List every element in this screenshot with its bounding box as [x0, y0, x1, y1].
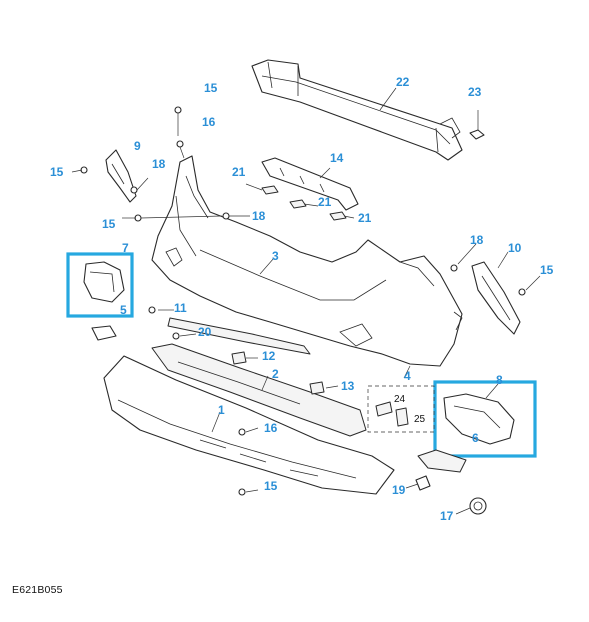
bracket-19-part	[415, 449, 467, 491]
bolt-23-part	[469, 110, 485, 140]
center-bracket-part	[261, 157, 359, 211]
callout-11: 11	[174, 301, 187, 315]
callout-3: 3	[272, 249, 279, 263]
sensor-24-25-parts	[375, 401, 409, 427]
callout-9: 9	[134, 139, 141, 153]
bumper-cover-part	[151, 155, 463, 367]
callout-20: 20	[198, 325, 212, 339]
clip-5-part	[91, 325, 117, 341]
callout-8: 8	[496, 373, 503, 387]
left-reflector-7-part	[83, 261, 125, 303]
callout-25: 25	[414, 414, 426, 425]
highlight-box-right	[433, 380, 537, 458]
callout-24: 24	[394, 394, 406, 405]
callout-18-right: 18	[470, 233, 484, 247]
callout-10: 10	[508, 241, 522, 255]
callout-15-right: 15	[540, 263, 554, 277]
callout-15-mid: 15	[102, 217, 116, 231]
callout-18-left: 18	[152, 157, 166, 171]
callout-16-top: 16	[202, 115, 216, 129]
lower-trim-2-part	[151, 343, 367, 437]
trim-strip-11-part	[167, 317, 311, 355]
callout-6: 6	[472, 431, 479, 445]
bumper-beam-part	[251, 59, 463, 161]
callout-12: 12	[262, 349, 276, 363]
callout-15-top: 15	[204, 81, 218, 95]
callout-22: 22	[396, 75, 410, 89]
figure-reference-code: E621B055	[12, 584, 63, 596]
fastener-17-part	[469, 497, 487, 515]
lower-valance-1-part	[103, 355, 395, 495]
clip-21-parts	[261, 185, 347, 221]
callout-23: 23	[468, 85, 482, 99]
callout-labels: 1 2 3 4 5 6 7 8 9 10 11 12 13 14 15 15 1…	[50, 75, 554, 523]
callout-15-bottom: 15	[264, 479, 278, 493]
callout-17: 17	[440, 509, 454, 523]
callout-15-left: 15	[50, 165, 64, 179]
callout-7: 7	[122, 241, 129, 255]
callout-14: 14	[330, 151, 344, 165]
small-fasteners	[80, 106, 526, 496]
callout-13: 13	[341, 379, 355, 393]
right-reflector-8-part	[443, 393, 515, 445]
callout-5: 5	[120, 303, 127, 317]
callout-16-bottom: 16	[264, 421, 278, 435]
callout-18-mid: 18	[252, 209, 266, 223]
callout-2: 2	[272, 367, 279, 381]
callout-21-left: 21	[232, 165, 246, 179]
left-bracket-9-part	[105, 149, 137, 203]
callout-19: 19	[392, 483, 406, 497]
callout-21-mid: 21	[318, 195, 332, 209]
callout-4: 4	[404, 369, 411, 383]
callout-21-right: 21	[358, 211, 372, 225]
right-bracket-10-part	[471, 261, 521, 335]
callout-1: 1	[218, 403, 225, 417]
leader-lines	[71, 87, 541, 515]
highlight-box-left	[66, 252, 134, 318]
